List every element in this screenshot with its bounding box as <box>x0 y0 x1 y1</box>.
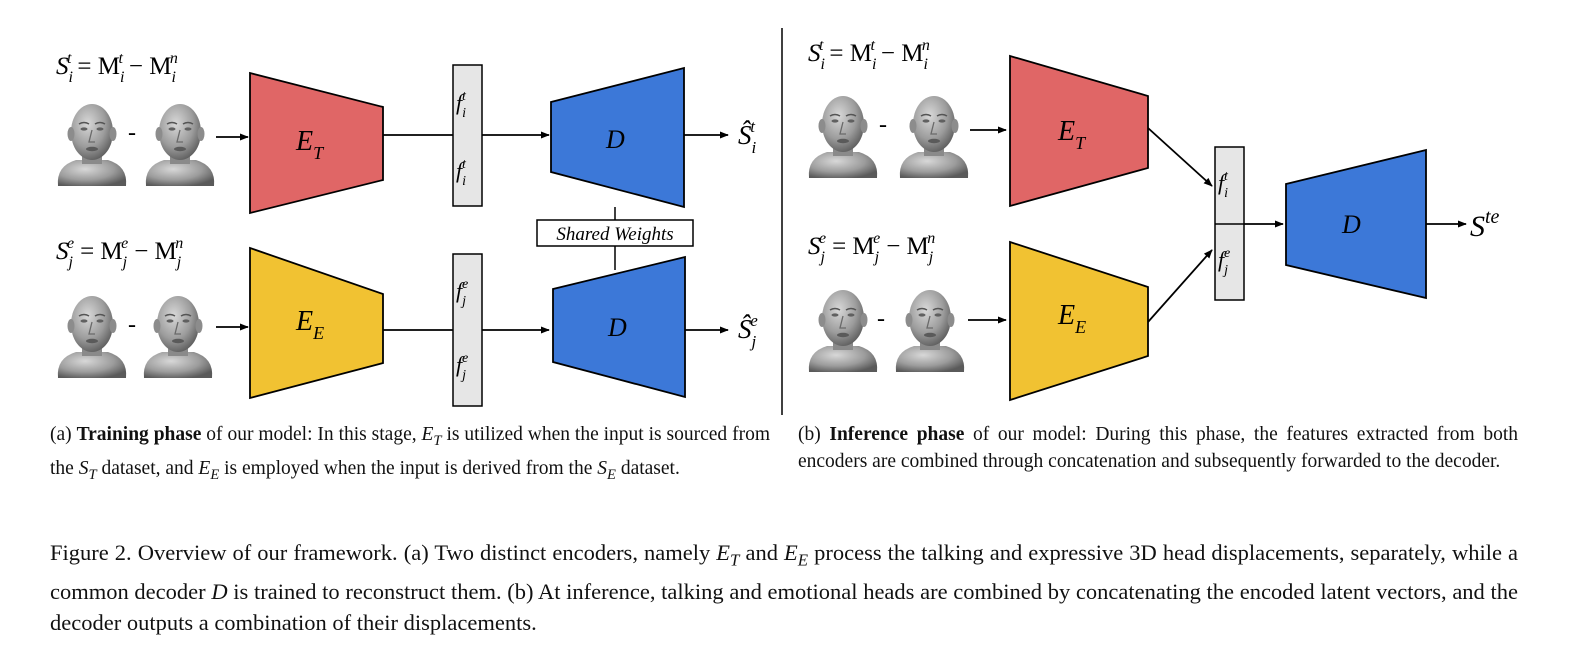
encoder-e <box>249 246 384 400</box>
feature-t-label-bottom: fit <box>456 157 467 189</box>
head-mesh-icon <box>808 289 878 373</box>
output-bottom-label: Ŝje <box>738 311 758 351</box>
inference-panel: Sit= Mit− Min - ET Sje= Mje− Mjn - EE fi… <box>808 37 1500 402</box>
caption-inference: (b) Inference phase of our model: During… <box>798 424 1518 472</box>
output-top-label: Ŝit <box>738 117 757 157</box>
figure-caption: Figure 2. Overview of our framework. (a)… <box>50 540 1518 635</box>
decoder-top <box>550 66 685 209</box>
training-panel: Sit= Mit− Min - ET fit fit D Ŝit Shared … <box>56 50 758 407</box>
decoder-bottom <box>552 255 686 399</box>
inference-eq-top: Sit= Mit− Min <box>808 37 930 73</box>
feature-box-e <box>452 253 483 407</box>
caption-training: (a) Training phase of our model: In this… <box>50 424 770 483</box>
caption-training-bold: Training phase <box>76 424 202 445</box>
decoder-label: D <box>1341 210 1361 239</box>
minus-sign: - <box>877 306 885 332</box>
feature-e-label-bottom: fje <box>456 351 468 383</box>
shared-weights-box <box>536 219 694 247</box>
shared-weights-label: Shared Weights <box>556 224 673 245</box>
inference-eq-bottom: Sje= Mje− Mjn <box>808 230 935 266</box>
head-mesh-icon <box>143 295 213 379</box>
feature-e-label-top: fje <box>456 277 468 309</box>
training-eq-bottom: Sje= Mje− Mjn <box>56 235 183 271</box>
framework-diagram: Sit= Mit− Min - ET fit fit D Ŝit Shared … <box>56 28 1500 415</box>
feature-box-t <box>452 64 483 207</box>
output-label: Ste <box>1470 206 1500 243</box>
encoder-t <box>249 71 384 215</box>
decoder <box>1285 148 1427 300</box>
minus-sign: - <box>128 120 136 146</box>
arrow-encoder-t-to-concat <box>1147 127 1213 187</box>
encoder-e-label: EE <box>1057 300 1086 337</box>
training-eq-top: Sit= Mit− Min <box>56 50 178 86</box>
minus-sign: - <box>879 112 887 138</box>
minus-sign: - <box>128 312 136 338</box>
encoder-e-label: EE <box>295 306 324 343</box>
concat-feature-e: fje <box>1218 246 1230 278</box>
concat-feature-t: fit <box>1218 169 1229 201</box>
encoder-t-label: ET <box>1057 116 1087 153</box>
encoder-t-label: ET <box>295 126 325 163</box>
feature-t-label-top: fit <box>456 89 467 121</box>
head-mesh-icon <box>57 295 127 379</box>
head-mesh-icon <box>895 289 965 373</box>
head-mesh-icon <box>899 95 969 179</box>
head-mesh-icon <box>145 103 215 187</box>
encoder-t <box>1009 54 1149 208</box>
head-mesh-icon <box>808 95 878 179</box>
arrow-encoder-e-to-concat <box>1147 249 1213 323</box>
encoder-e <box>1009 240 1149 402</box>
decoder-bottom-label: D <box>607 313 627 342</box>
caption-inference-bold: Inference phase <box>829 424 965 445</box>
head-mesh-icon <box>57 103 127 187</box>
decoder-top-label: D <box>605 125 625 154</box>
